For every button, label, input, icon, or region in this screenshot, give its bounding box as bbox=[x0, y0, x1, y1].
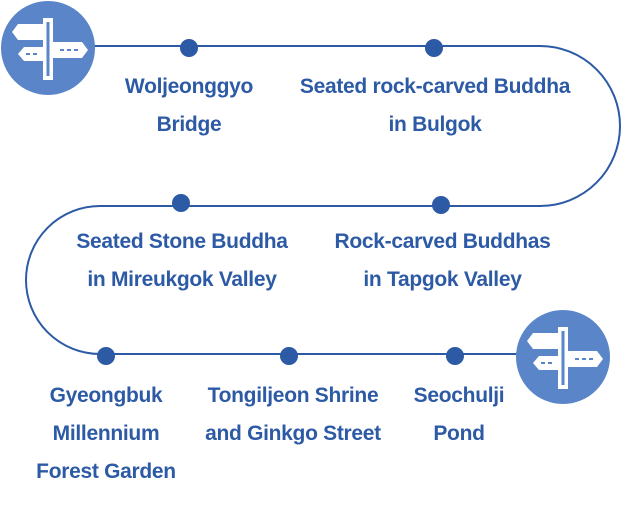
stop-label-seochulji-pond: Seochulji Pond bbox=[400, 377, 518, 453]
stop-label-bulgok-buddha: Seated rock-carved Buddha in Bulgok bbox=[280, 68, 590, 144]
stop-dot-2 bbox=[425, 39, 443, 57]
stop-dot-6 bbox=[280, 347, 298, 365]
stop-label-line: Tongiljeon Shrine bbox=[207, 384, 379, 407]
stop-label-line: and Ginkgo Street bbox=[205, 422, 381, 445]
stop-dot-3 bbox=[172, 194, 190, 212]
start-signpost-icon bbox=[1, 1, 95, 95]
stop-label-mireukgok-buddha: Seated Stone Buddha in Mireukgok Valley bbox=[52, 223, 312, 299]
stop-label-line: Woljeonggyo bbox=[124, 75, 254, 98]
stop-label-line: Seated rock-carved Buddha bbox=[299, 75, 571, 98]
stop-label-tapgok-buddhas: Rock-carved Buddhas in Tapgok Valley bbox=[320, 223, 565, 299]
stop-dot-4 bbox=[432, 196, 450, 214]
route-path bbox=[25, 45, 621, 355]
stop-label-line: Seated Stone Buddha bbox=[76, 230, 288, 253]
stop-label-woljeonggyo-bridge: Woljeonggyo Bridge bbox=[94, 68, 284, 144]
stop-label-line: Forest Garden bbox=[36, 460, 176, 483]
stop-dot-5 bbox=[97, 347, 115, 365]
stop-dot-1 bbox=[180, 39, 198, 57]
stop-label-tongiljeon-shrine: Tongiljeon Shrine and Ginkgo Street bbox=[188, 377, 398, 453]
stop-label-line: in Bulgok bbox=[388, 113, 482, 136]
stop-label-line: Rock-carved Buddhas bbox=[334, 230, 551, 253]
stop-label-line: in Tapgok Valley bbox=[363, 268, 522, 291]
stop-dot-7 bbox=[446, 347, 464, 365]
stop-label-line: Pond bbox=[433, 422, 485, 445]
stop-label-line: in Mireukgok Valley bbox=[87, 268, 277, 291]
end-signpost-icon bbox=[516, 310, 610, 404]
stop-label-line: Bridge bbox=[156, 113, 222, 136]
stop-label-line: Millennium bbox=[52, 422, 160, 445]
stop-label-line: Seochulji bbox=[413, 384, 505, 407]
stop-label-millennium-forest-garden: Gyeongbuk Millennium Forest Garden bbox=[20, 377, 192, 491]
stop-label-line: Gyeongbuk bbox=[49, 384, 163, 407]
